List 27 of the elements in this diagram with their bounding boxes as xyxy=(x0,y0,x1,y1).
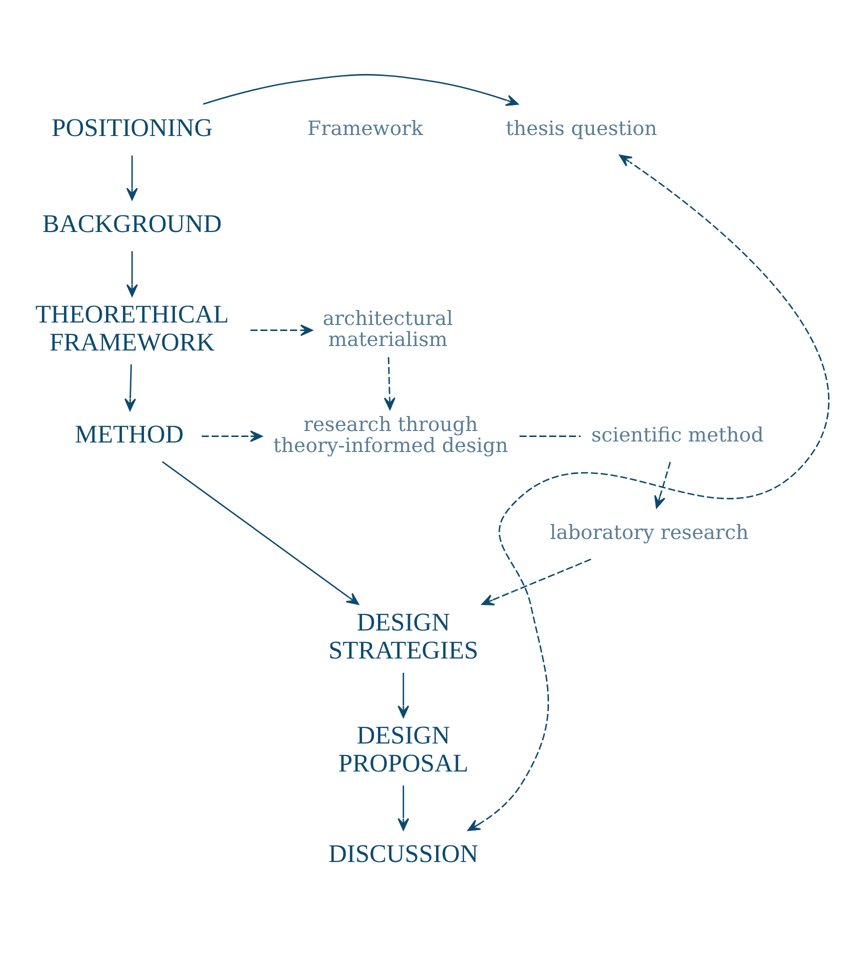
arrow xyxy=(384,357,396,410)
arrow xyxy=(203,74,519,106)
node-text: architectural materialism xyxy=(322,306,453,352)
node-text: DESIGN PROPOSAL xyxy=(338,720,468,778)
arrow xyxy=(250,324,313,336)
label: Framework xyxy=(307,116,424,140)
node-text: research through theory-informed design xyxy=(273,412,508,458)
arrow xyxy=(126,156,138,200)
arrow xyxy=(202,430,263,442)
arrow xyxy=(398,786,410,831)
arrow xyxy=(481,558,592,606)
node-text: DISCUSSION xyxy=(328,839,478,868)
arrow xyxy=(654,462,671,508)
node-text: POSITIONING xyxy=(52,112,213,142)
node-text: thesis question xyxy=(506,116,658,140)
node-text: DESIGN STRATEGIES xyxy=(328,607,478,665)
node-text: scientific method xyxy=(591,423,764,446)
connector xyxy=(520,436,581,437)
arrow xyxy=(398,672,410,718)
node-text: METHOD xyxy=(74,419,184,448)
node-text: laboratory research xyxy=(550,520,749,544)
arrow xyxy=(467,154,829,832)
arrow xyxy=(124,364,136,411)
arrow xyxy=(162,461,360,605)
node-text: THEORETHICAL FRAMEWORK xyxy=(35,299,229,357)
arrow xyxy=(126,251,138,297)
node-text: BACKGROUND xyxy=(42,208,222,238)
